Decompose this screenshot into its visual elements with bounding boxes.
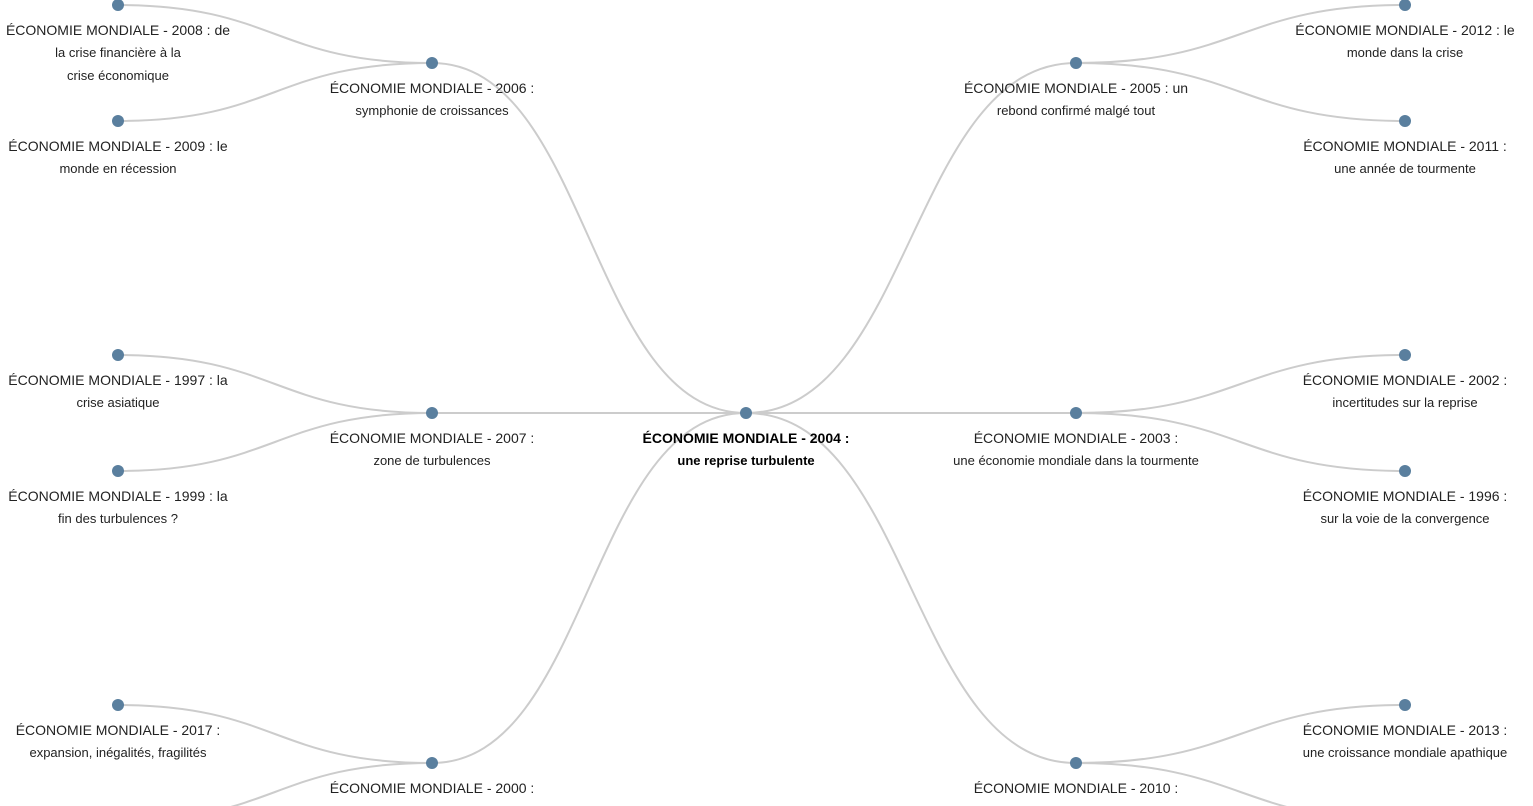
node-2003[interactable] — [1070, 407, 1082, 419]
node-1997[interactable] — [112, 349, 124, 361]
link-2006-2009 — [117, 62, 433, 122]
node-label-1999[interactable]: ÉCONOMIE MONDIALE - 1999 : la fin des tur… — [0, 485, 243, 530]
node-label-title: ÉCONOMIE MONDIALE - 2006 : — [329, 80, 535, 96]
node-label-subtitle: rebond confirmé malgé tout — [996, 103, 1156, 118]
node-2011[interactable] — [1399, 115, 1411, 127]
node-label-subtitle: symphonie de croissances — [355, 103, 509, 118]
link-2000-2000-offscreen — [230, 762, 433, 806]
node-label-title: ÉCONOMIE MONDIALE - 2005 : un — [963, 80, 1189, 96]
node-label-2002[interactable]: ÉCONOMIE MONDIALE - 2002 : incertitudes s… — [1280, 369, 1530, 414]
node-2013[interactable] — [1399, 699, 1411, 711]
node-label-subtitle: crise asiatique — [76, 395, 160, 410]
node-label-1997[interactable]: ÉCONOMIE MONDIALE - 1997 : la crise asiat… — [0, 369, 243, 414]
node-label-title: ÉCONOMIE MONDIALE - 2008 : de — [5, 22, 231, 38]
node-label-title: ÉCONOMIE MONDIALE - 1996 : — [1302, 488, 1508, 504]
node-2012[interactable] — [1399, 0, 1411, 11]
node-label-subtitle: monde dans la crise — [1346, 45, 1464, 60]
node-label-title: ÉCONOMIE MONDIALE - 2003 : — [973, 430, 1179, 446]
link-2005-2012 — [1075, 4, 1406, 64]
node-label-2007[interactable]: ÉCONOMIE MONDIALE - 2007 : zone de turbul… — [307, 427, 557, 472]
node-label-subtitle: la crise financière à la — [55, 45, 181, 60]
node-label-title: ÉCONOMIE MONDIALE - 1997 : la — [8, 372, 228, 388]
link-2004-2010 — [745, 412, 1077, 764]
node-label-2000[interactable]: ÉCONOMIE MONDIALE - 2000 : — [307, 777, 557, 799]
link-2005-2011 — [1075, 62, 1406, 122]
node-2000[interactable] — [426, 757, 438, 769]
node-label-title: ÉCONOMIE MONDIALE - 1999 : la — [8, 488, 228, 504]
node-label-2013[interactable]: ÉCONOMIE MONDIALE - 2013 : une croissance… — [1280, 719, 1530, 764]
node-2009[interactable] — [112, 115, 124, 127]
node-label-subtitle: zone de turbulences — [373, 453, 491, 468]
node-label-title: ÉCONOMIE MONDIALE - 2002 : — [1302, 372, 1508, 388]
node-label-2010[interactable]: ÉCONOMIE MONDIALE - 2010 : — [951, 777, 1201, 799]
link-2004-2006 — [431, 62, 747, 414]
node-label-1996[interactable]: ÉCONOMIE MONDIALE - 1996 : sur la voie de… — [1280, 485, 1530, 530]
link-2006-2008 — [117, 4, 433, 64]
node-label-2004[interactable]: ÉCONOMIE MONDIALE - 2004 : une reprise tu… — [621, 427, 871, 472]
node-label-2008[interactable]: ÉCONOMIE MONDIALE - 2008 : de la crise fi… — [0, 19, 243, 87]
node-label-subtitle: monde en récession — [59, 161, 177, 176]
node-2004[interactable] — [740, 407, 752, 419]
link-2003-2002 — [1075, 354, 1406, 414]
node-2017[interactable] — [112, 699, 124, 711]
node-label-title: ÉCONOMIE MONDIALE - 2007 : — [329, 430, 535, 446]
node-label-title: ÉCONOMIE MONDIALE - 2010 : — [973, 780, 1179, 796]
node-label-subtitle: sur la voie de la convergence — [1320, 511, 1490, 526]
node-label-subtitle: une année de tourmente — [1334, 161, 1476, 176]
link-2004-2000 — [431, 412, 747, 764]
node-label-2012[interactable]: ÉCONOMIE MONDIALE - 2012 : le monde dans … — [1280, 19, 1530, 64]
node-label-title: ÉCONOMIE MONDIALE - 2009 : le — [8, 138, 228, 154]
node-label-2009[interactable]: ÉCONOMIE MONDIALE - 2009 : le monde en ré… — [0, 135, 243, 180]
node-label-2017[interactable]: ÉCONOMIE MONDIALE - 2017 : expansion, iné… — [0, 719, 243, 764]
node-label-2006[interactable]: ÉCONOMIE MONDIALE - 2006 : symphonie de c… — [307, 77, 557, 122]
node-label-2011[interactable]: ÉCONOMIE MONDIALE - 2011 : une année de t… — [1280, 135, 1530, 180]
node-label-subtitle-2: crise économique — [67, 68, 169, 83]
node-2006[interactable] — [426, 57, 438, 69]
link-2010-2010-offscreen — [1075, 762, 1288, 806]
link-2004-2005 — [745, 62, 1077, 414]
node-2007[interactable] — [426, 407, 438, 419]
node-label-title: ÉCONOMIE MONDIALE - 2012 : le — [1295, 22, 1515, 38]
node-label-title: ÉCONOMIE MONDIALE - 2017 : — [15, 722, 221, 738]
node-2010[interactable] — [1070, 757, 1082, 769]
node-2002[interactable] — [1399, 349, 1411, 361]
link-2007-1999 — [117, 412, 433, 472]
node-label-subtitle: une croissance mondiale apathique — [1302, 745, 1508, 760]
link-2010-2013 — [1075, 704, 1406, 764]
node-2005[interactable] — [1070, 57, 1082, 69]
node-label-subtitle: incertitudes sur la reprise — [1332, 395, 1478, 410]
node-1999[interactable] — [112, 465, 124, 477]
node-label-title: ÉCONOMIE MONDIALE - 2000 : — [329, 780, 535, 796]
node-label-subtitle: une économie mondiale dans la tourmente — [953, 453, 1199, 468]
node-label-subtitle: fin des turbulences ? — [58, 511, 178, 526]
link-2003-1996 — [1075, 412, 1406, 472]
node-1996[interactable] — [1399, 465, 1411, 477]
node-label-subtitle: expansion, inégalités, fragilités — [29, 745, 207, 760]
link-2007-1997 — [117, 354, 433, 414]
node-label-title: ÉCONOMIE MONDIALE - 2011 : — [1303, 138, 1507, 154]
node-label-title: ÉCONOMIE MONDIALE - 2004 : — [642, 430, 850, 446]
node-label-2005[interactable]: ÉCONOMIE MONDIALE - 2005 : un rebond conf… — [951, 77, 1201, 122]
link-2000-2017 — [117, 704, 433, 764]
node-2008[interactable] — [112, 0, 124, 11]
node-label-subtitle: une reprise turbulente — [677, 453, 815, 468]
node-label-title: ÉCONOMIE MONDIALE - 2013 : — [1302, 722, 1508, 738]
node-label-2003[interactable]: ÉCONOMIE MONDIALE - 2003 : une économie m… — [951, 427, 1201, 472]
